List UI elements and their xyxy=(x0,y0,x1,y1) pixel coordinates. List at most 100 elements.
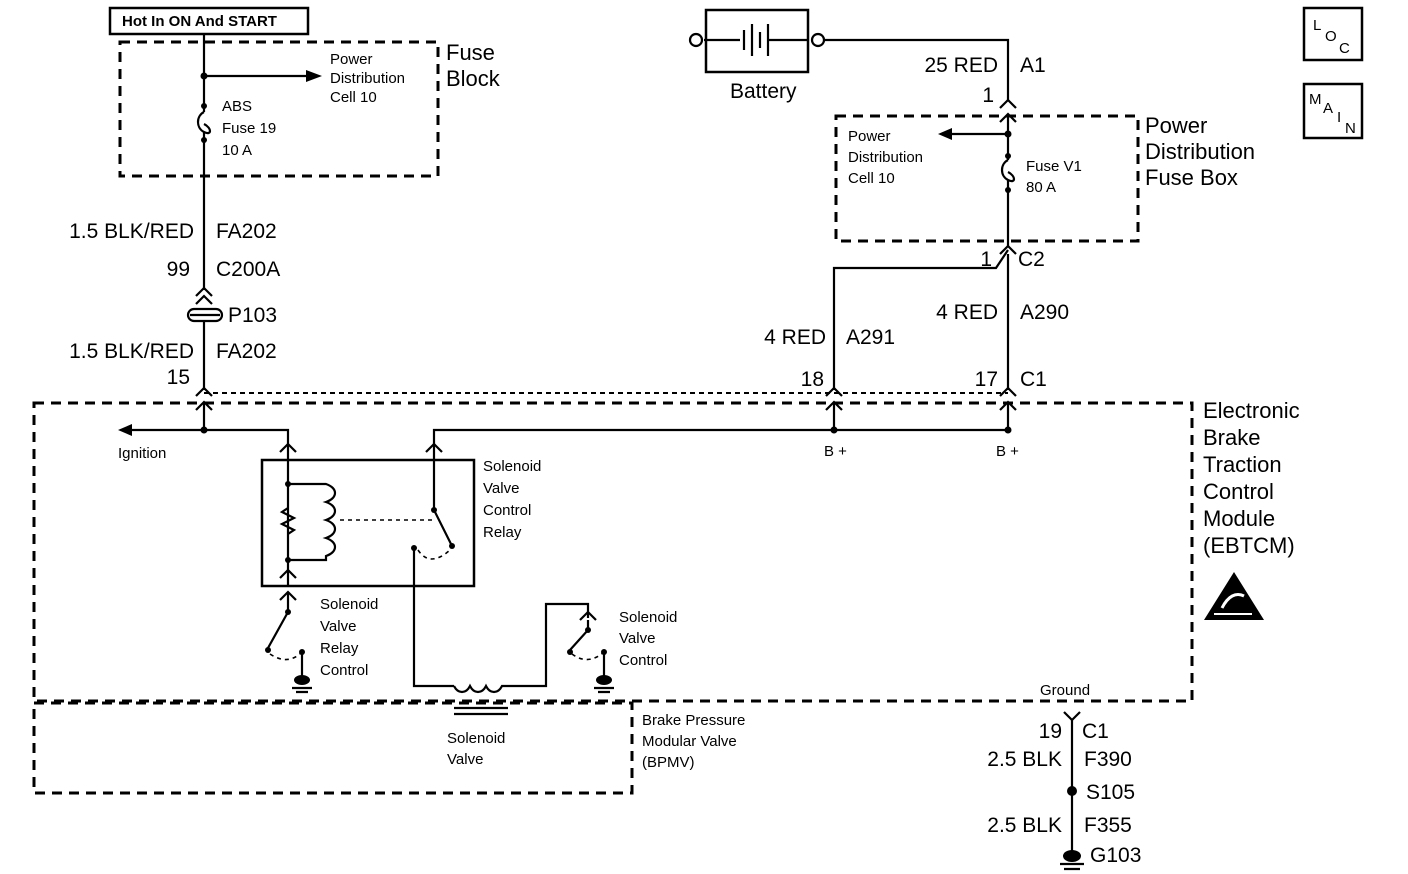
relay-label-4: Relay xyxy=(483,524,522,541)
fuse-block-title: Fuse xyxy=(446,40,495,65)
ebtcm-label-6: (EBTCM) xyxy=(1203,533,1295,558)
svc-label-3: Control xyxy=(619,652,667,669)
c200a-pin: 99 xyxy=(167,258,190,281)
b-plus-bus xyxy=(432,428,1008,460)
ebtcm-label-4: Control xyxy=(1203,479,1274,504)
a290-circuit: A290 xyxy=(1020,301,1069,324)
main-icon[interactable]: M A I N xyxy=(1302,82,1364,140)
relay-coil xyxy=(288,482,337,562)
svg-text:M: M xyxy=(1309,91,1322,108)
pin-18: 18 xyxy=(801,368,824,391)
abs-fuse-label-2: Fuse 19 xyxy=(222,120,276,137)
fuse-v1-label-2: 80 A xyxy=(1026,179,1056,196)
svrc-label-3: Relay xyxy=(320,640,359,657)
svg-text:O: O xyxy=(1325,28,1337,45)
pin-15: 15 xyxy=(167,366,190,389)
solenoid-valve-control-relay xyxy=(260,458,476,588)
ebtcm-label-3: Traction xyxy=(1203,452,1282,477)
svg-text:A: A xyxy=(1323,100,1333,117)
ebtcm-box xyxy=(32,401,1194,703)
svrc-ground-icon xyxy=(292,675,312,694)
c2-connector: C2 xyxy=(1018,248,1045,271)
c2-pin: 1 xyxy=(980,248,992,271)
ignition-label: Ignition xyxy=(118,445,166,462)
s105-splice: S105 xyxy=(1086,781,1135,804)
ebtcm-label-1: Electronic xyxy=(1203,398,1300,423)
battery-feed-wire xyxy=(824,38,1010,100)
b-plus-label-2: B + xyxy=(996,443,1019,460)
svc-label-2: Valve xyxy=(619,630,655,647)
left-wire-circuit-2: FA202 xyxy=(216,340,277,363)
abs-fuse-label-1: ABS xyxy=(222,98,252,115)
relay-label-2: Valve xyxy=(483,480,519,497)
bpmv-label-2: Modular Valve xyxy=(642,733,737,750)
battery-pin: 1 xyxy=(982,84,994,107)
left-wire-gauge-2: 1.5 BLK/RED xyxy=(69,340,194,363)
svg-text:N: N xyxy=(1345,120,1356,137)
abs-fuse-label-3: 10 A xyxy=(222,142,252,159)
loc-icon[interactable]: L O C xyxy=(1302,6,1364,62)
relay-switch xyxy=(432,460,453,547)
esd-warning-icon xyxy=(1204,572,1264,620)
svrc-switch xyxy=(267,592,290,649)
svc-switch xyxy=(569,620,590,651)
a291-circuit: A291 xyxy=(846,326,895,349)
fuse-block-title-2: Block xyxy=(446,66,501,91)
fuse-v1-symbol xyxy=(1000,159,1016,183)
f390-circuit: F390 xyxy=(1084,748,1132,771)
b-plus-label-1: B + xyxy=(824,443,847,460)
left-wire-circuit-1: FA202 xyxy=(216,220,277,243)
bpmv-label-1: Brake Pressure xyxy=(642,712,745,729)
bpmv-box xyxy=(32,701,634,795)
fb-pd-label-1: Power xyxy=(330,51,373,68)
relay-resistor xyxy=(279,507,297,535)
a291-gauge: 4 RED xyxy=(764,326,826,349)
g103-ground-icon xyxy=(1060,850,1084,871)
svrc-label-1: Solenoid xyxy=(320,596,378,613)
bpmv-label-3: (BPMV) xyxy=(642,754,695,771)
fuse-v1-label-1: Fuse V1 xyxy=(1026,158,1082,175)
ebtcm-label-5: Module xyxy=(1203,506,1275,531)
ground-connector: C1 xyxy=(1082,720,1109,743)
relay-label-3: Control xyxy=(483,502,531,519)
pdfb-label-2: Distribution xyxy=(1145,139,1255,164)
relay-label-1: Solenoid xyxy=(483,458,541,475)
solenoid-valve-label-1: Solenoid xyxy=(447,730,505,747)
pdfb-box xyxy=(834,114,1140,243)
pdfb-pd-label-3: Cell 10 xyxy=(848,170,895,187)
a290-gauge: 4 RED xyxy=(936,301,998,324)
solenoid-valve-label-2: Valve xyxy=(447,751,483,768)
battery-wire-gauge: 25 RED xyxy=(924,54,998,77)
svrc-label-2: Valve xyxy=(320,618,356,635)
a291-wire xyxy=(832,249,1009,390)
c200a-connector: C200A xyxy=(216,258,280,281)
pdfb-pd-label-1: Power xyxy=(848,128,891,145)
abs-fuse-symbol xyxy=(196,111,212,135)
ebtcm-label-2: Brake xyxy=(1203,425,1260,450)
c1-connector: C1 xyxy=(1020,368,1047,391)
svg-text:C: C xyxy=(1339,40,1350,57)
ground-label: Ground xyxy=(1040,682,1090,699)
pdfb-label-3: Fuse Box xyxy=(1145,165,1238,190)
svg-text:L: L xyxy=(1313,17,1321,34)
svg-text:Hot In ON And START: Hot In ON And START xyxy=(122,13,277,30)
ground-pin: 19 xyxy=(1039,720,1062,743)
p103-label: P103 xyxy=(228,304,277,327)
left-wire-gauge-1: 1.5 BLK/RED xyxy=(69,220,194,243)
pdfb-pd-label-2: Distribution xyxy=(848,149,923,166)
svc-ground-icon xyxy=(594,675,614,694)
fuse-block-box xyxy=(118,40,440,178)
pin-17: 17 xyxy=(975,368,998,391)
svc-label-1: Solenoid xyxy=(619,609,677,626)
hot-in-on-start-label: Hot In ON And START xyxy=(108,6,310,36)
pdfb-label-1: Power xyxy=(1145,113,1207,138)
f390-gauge: 2.5 BLK xyxy=(987,748,1062,771)
battery-wire-circuit: A1 xyxy=(1020,54,1046,77)
f355-gauge: 2.5 BLK xyxy=(987,814,1062,837)
g103-label: G103 xyxy=(1090,844,1141,867)
fb-pd-label-2: Distribution xyxy=(330,70,405,87)
f355-circuit: F355 xyxy=(1084,814,1132,837)
ignition-wire xyxy=(126,428,290,460)
svg-text:I: I xyxy=(1337,109,1341,126)
